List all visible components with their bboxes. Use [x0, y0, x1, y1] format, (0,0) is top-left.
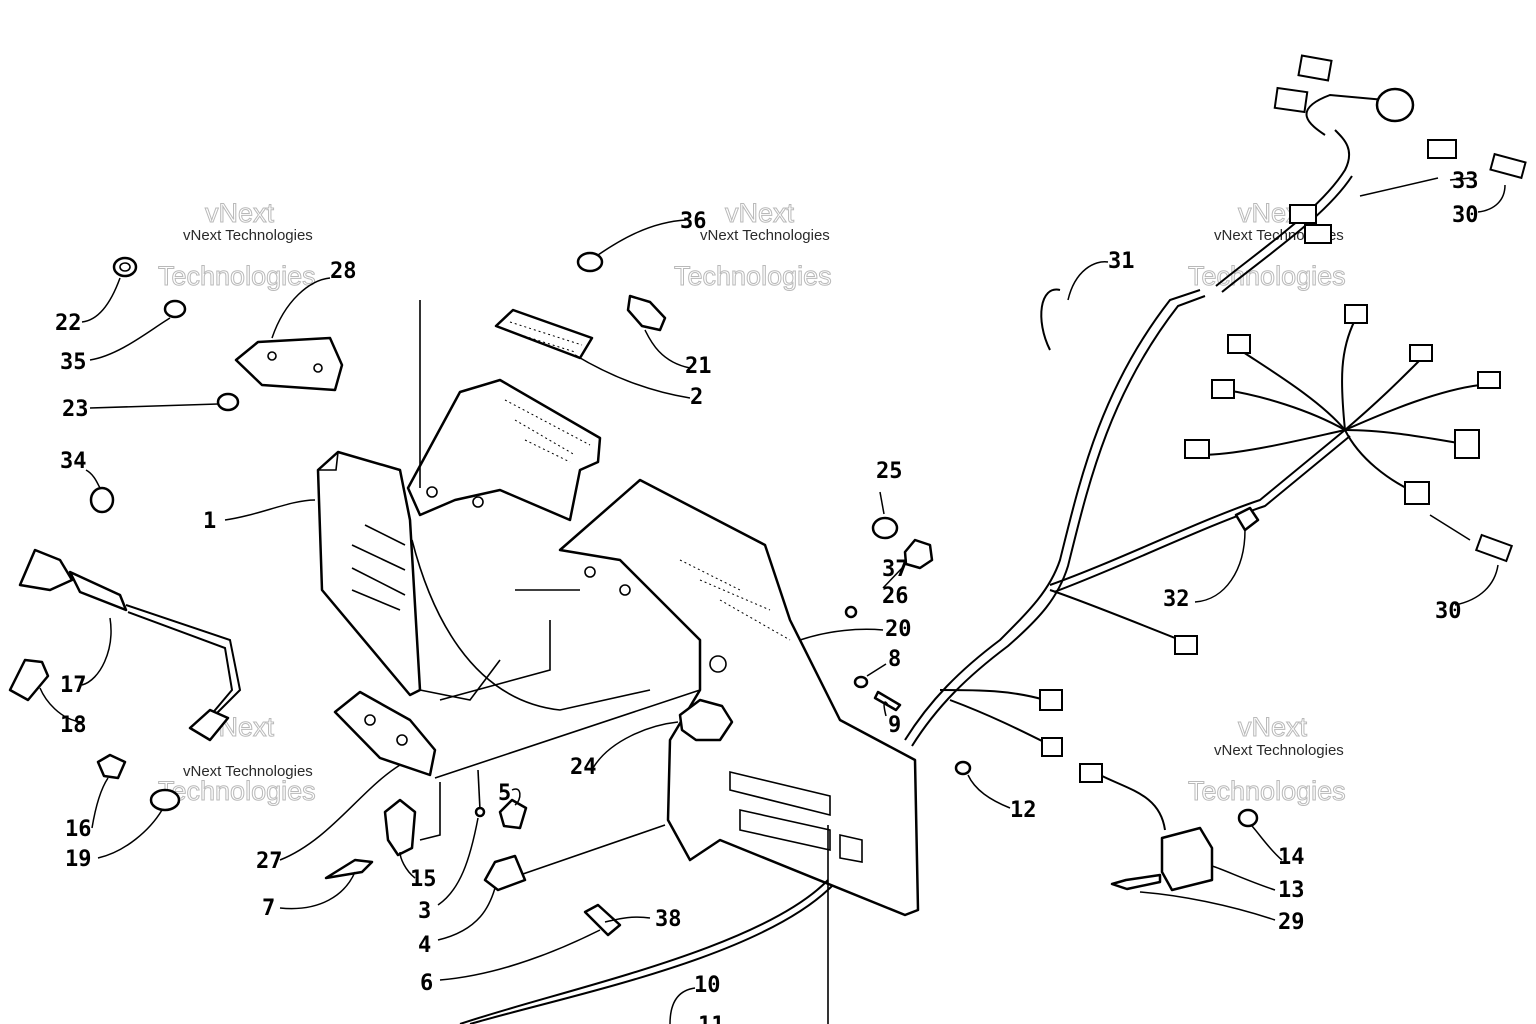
- callout-29: 29: [1278, 910, 1305, 935]
- callout-14: 14: [1278, 845, 1305, 870]
- callout-26: 26: [882, 584, 909, 609]
- callout-18: 18: [60, 713, 87, 738]
- watermark-top-left: vNext Technologies vNext Technologies: [158, 198, 317, 292]
- wiring-harness: [904, 54, 1527, 892]
- callout-37: 37: [882, 557, 909, 582]
- callout-36: 36: [680, 209, 707, 234]
- svg-text:vNext Technologies: vNext Technologies: [183, 763, 313, 780]
- callout-28: 28: [330, 259, 357, 284]
- svg-text:vNext: vNext: [1238, 712, 1308, 742]
- callout-38: 38: [655, 907, 682, 932]
- callout-11: 11: [698, 1013, 725, 1024]
- callout-4: 4: [418, 933, 431, 958]
- callout-27: 27: [256, 849, 283, 874]
- callout-35: 35: [60, 350, 87, 375]
- callout-3: 3: [418, 899, 431, 924]
- callout-17: 17: [60, 673, 87, 698]
- svg-text:Technologies: Technologies: [158, 776, 316, 806]
- callout-23: 23: [62, 397, 89, 422]
- callout-10: 10: [694, 973, 721, 998]
- callout-32: 32: [1163, 587, 1190, 612]
- console-housing: [316, 300, 920, 1024]
- callout-34: 34: [60, 449, 87, 474]
- callout-12: 12: [1010, 798, 1037, 823]
- callout-15: 15: [410, 867, 437, 892]
- callout-20: 20: [885, 617, 912, 642]
- svg-text:Technologies: Technologies: [158, 261, 316, 291]
- svg-text:vNext Technologies: vNext Technologies: [700, 227, 830, 244]
- svg-text:Technologies: Technologies: [1188, 776, 1346, 806]
- callout-13: 13: [1278, 878, 1305, 903]
- callout-19: 19: [65, 847, 92, 872]
- svg-text:vNext Technologies: vNext Technologies: [1214, 742, 1344, 759]
- callout-5: 5: [498, 781, 511, 806]
- callout-25: 25: [876, 459, 903, 484]
- small-parts: [8, 251, 972, 1024]
- svg-text:Technologies: Technologies: [674, 261, 832, 291]
- leader-lines: [39, 177, 1506, 1024]
- callout-31: 31: [1108, 249, 1135, 274]
- callout-24: 24: [570, 755, 597, 780]
- callout-8: 8: [888, 647, 901, 672]
- watermark-bottom-left: vNext Technologies vNext Technologies: [158, 712, 317, 807]
- svg-text:vNext: vNext: [725, 198, 795, 228]
- callout-33: 33: [1452, 169, 1479, 194]
- watermark-top-center: vNext Technologies vNext Technologies: [674, 198, 833, 292]
- callout-9: 9: [888, 713, 901, 738]
- callout-22: 22: [55, 311, 82, 336]
- callout-16: 16: [65, 817, 92, 842]
- svg-text:vNext Technologies: vNext Technologies: [183, 227, 313, 244]
- svg-text:Technologies: Technologies: [1188, 261, 1346, 291]
- watermark-bottom-right: vNext Technologies vNext Technologies: [1188, 712, 1347, 807]
- callout-1: 1: [203, 509, 216, 534]
- callout-labels: 1 2 3 4 5 6 7 8 9 10 11 12 13 14 15 16 1…: [55, 169, 1479, 1024]
- callout-6: 6: [420, 971, 433, 996]
- callout-21: 21: [685, 354, 712, 379]
- callout-7: 7: [262, 896, 275, 921]
- callout-30-top: 30: [1452, 203, 1479, 228]
- svg-text:vNext: vNext: [205, 198, 275, 228]
- callout-2: 2: [690, 385, 703, 410]
- callout-30-bottom: 30: [1435, 599, 1462, 624]
